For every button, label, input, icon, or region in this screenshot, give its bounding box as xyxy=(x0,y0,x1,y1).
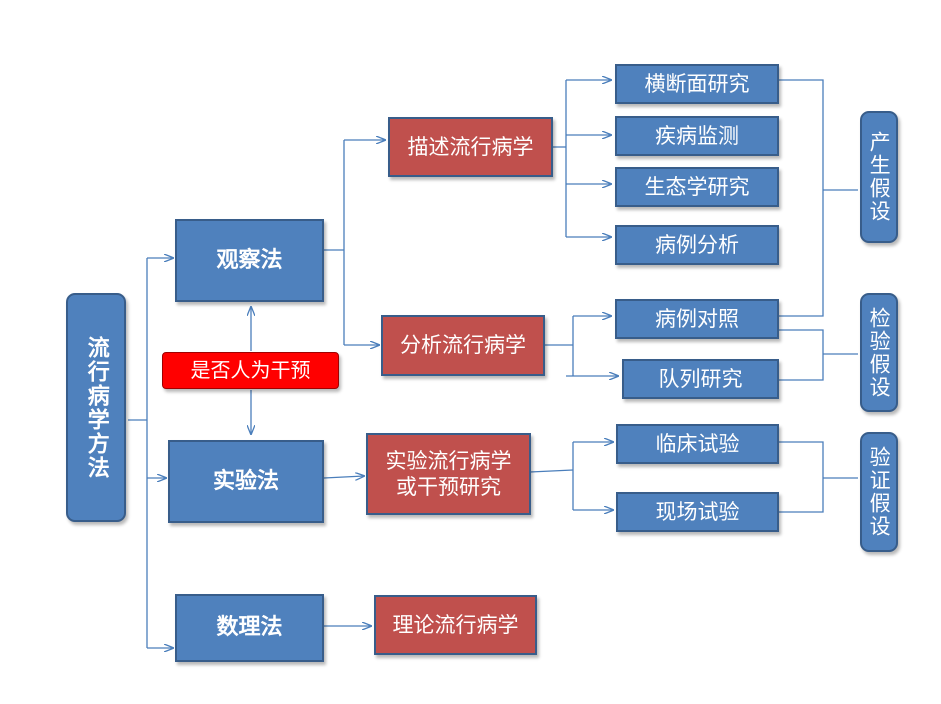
observation-method-box: 观察法 xyxy=(175,219,324,302)
bracket-generate xyxy=(778,79,824,317)
experiment-method-label: 实验法 xyxy=(212,468,279,494)
connector-experimental xyxy=(529,469,574,473)
study-cohort-label: 队列研究 xyxy=(658,366,743,391)
study-field-trial: 现场试验 xyxy=(616,492,779,532)
theoretical-epidemiology-label: 理论流行病学 xyxy=(392,612,519,637)
study-ecological: 生态学研究 xyxy=(615,167,779,207)
root-node: 流行病学方法 xyxy=(66,293,126,522)
experimental-epidemiology-label: 实验流行病学 或干预研究 xyxy=(385,448,512,499)
root-label: 流行病学方法 xyxy=(83,335,109,480)
study-field-trial-label: 现场试验 xyxy=(655,499,740,524)
outcome-test-hypothesis: 检验假设 xyxy=(860,293,898,412)
outcome-test-label: 检验假设 xyxy=(867,306,892,399)
study-cross-sectional-label: 横断面研究 xyxy=(644,71,750,96)
outcome-generate-hypothesis: 产生假设 xyxy=(860,111,898,243)
study-case-analysis-label: 病例分析 xyxy=(655,232,739,257)
outcome-verify-label: 验证假设 xyxy=(867,446,892,538)
study-cohort: 队列研究 xyxy=(622,359,779,399)
study-surveillance-label: 疾病监测 xyxy=(655,123,739,148)
experiment-method-box: 实验法 xyxy=(168,440,324,523)
outcome-generate-label: 产生假设 xyxy=(867,131,892,223)
arrow-to-experimental xyxy=(323,476,364,478)
intervention-question-label: 是否人为干预 xyxy=(190,358,311,382)
analytical-epidemiology-label: 分析流行病学 xyxy=(400,333,526,358)
descriptive-epidemiology-label: 描述流行病学 xyxy=(407,134,534,159)
theoretical-epidemiology-box: 理论流行病学 xyxy=(374,595,537,655)
observation-method-label: 观察法 xyxy=(216,247,283,273)
mathematical-method-label: 数理法 xyxy=(216,615,283,641)
study-ecological-label: 生态学研究 xyxy=(644,174,750,199)
study-case-analysis: 病例分析 xyxy=(615,225,779,265)
bracket-test xyxy=(778,329,824,381)
study-clinical-trial-label: 临床试验 xyxy=(655,431,740,456)
study-case-control-label: 病例对照 xyxy=(655,306,739,331)
study-case-control: 病例对照 xyxy=(615,299,779,339)
outcome-verify-hypothesis: 验证假设 xyxy=(860,432,898,552)
study-surveillance: 疾病监测 xyxy=(615,116,779,156)
analytical-epidemiology-box: 分析流行病学 xyxy=(381,315,545,376)
bracket-verify xyxy=(778,441,824,513)
experimental-epidemiology-box: 实验流行病学 或干预研究 xyxy=(366,433,531,515)
mathematical-method-box: 数理法 xyxy=(175,594,324,662)
descriptive-epidemiology-box: 描述流行病学 xyxy=(388,117,553,177)
study-clinical-trial: 临床试验 xyxy=(616,424,779,464)
study-cross-sectional: 横断面研究 xyxy=(615,64,779,104)
intervention-question-box: 是否人为干预 xyxy=(162,352,339,389)
